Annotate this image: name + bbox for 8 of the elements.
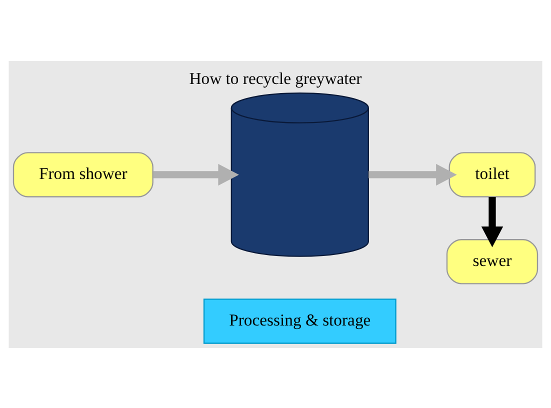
node-box: toilet	[448, 152, 536, 197]
node-box: From shower	[12, 152, 154, 197]
arrow	[153, 163, 239, 186]
node-box: sewer	[446, 238, 538, 284]
node-box: Processing & storage	[203, 298, 396, 344]
diagram-title: How to recycle greywater	[189, 68, 362, 88]
arrow	[368, 163, 457, 186]
arrow	[481, 196, 504, 247]
